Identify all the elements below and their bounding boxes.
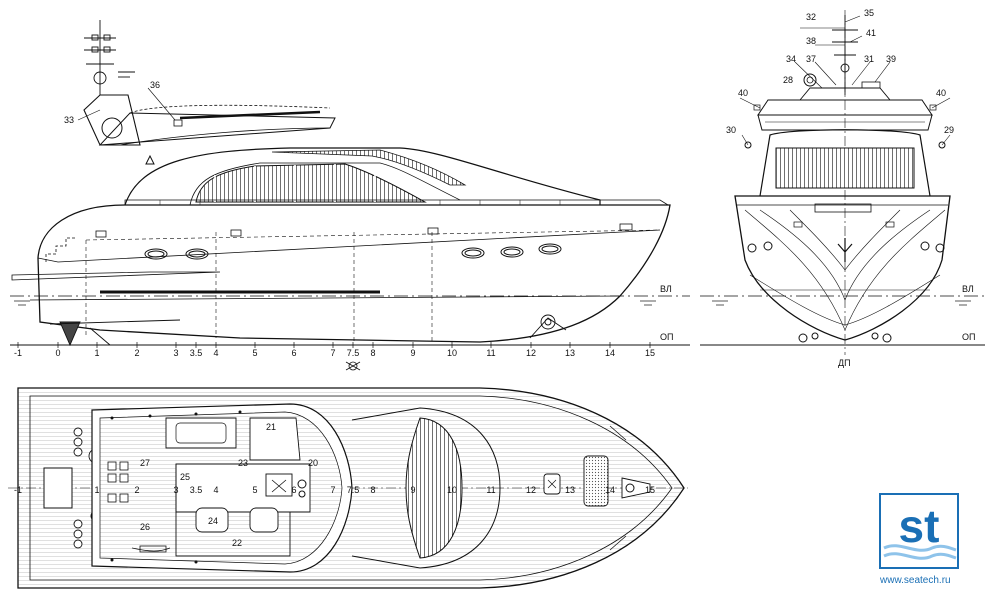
side-frame-label: 15 bbox=[645, 348, 655, 358]
centerline-label: ДП bbox=[838, 358, 851, 368]
plan-frame-label: -1 bbox=[14, 485, 22, 495]
logo-mark: st bbox=[899, 500, 940, 552]
plan-callout: 27 bbox=[140, 458, 150, 468]
plan-frame-label: 8 bbox=[370, 485, 375, 495]
plan-callout: 26 bbox=[140, 522, 150, 532]
front-callout: 39 bbox=[886, 54, 896, 64]
mast bbox=[84, 20, 135, 95]
logo-url: www.seatech.ru bbox=[879, 575, 951, 586]
plan-callout: 20 bbox=[308, 458, 318, 468]
side-frame-label: 1 bbox=[94, 348, 99, 358]
superstructure bbox=[124, 147, 601, 206]
side-frame-label: 14 bbox=[605, 348, 615, 358]
plan-callout: 24 bbox=[208, 516, 218, 526]
running-gear bbox=[49, 314, 567, 347]
front-view bbox=[700, 10, 985, 355]
plan-view bbox=[8, 387, 688, 589]
side-frame-label: 6 bbox=[291, 348, 296, 358]
front-hull bbox=[734, 195, 951, 341]
side-frame-ticks bbox=[17, 342, 651, 348]
front-callout: 30 bbox=[726, 125, 736, 135]
seatech-logo: st www.seatech.ru bbox=[879, 493, 959, 586]
plan-frame-labels: -1 1 2 3 3.5 4 5 6 7 7.5 8 9 10 11 12 13… bbox=[14, 485, 655, 495]
side-frame-label: 12 bbox=[526, 348, 536, 358]
front-callout: 34 bbox=[786, 54, 796, 64]
side-frame-labels: -1 0 1 2 3 3.5 4 5 6 7 7.5 8 9 10 11 12 … bbox=[14, 348, 655, 358]
side-frame-label: 0 bbox=[55, 348, 60, 358]
plan-frame-label: 11 bbox=[486, 485, 495, 495]
side-frame-label: 7 bbox=[330, 348, 335, 358]
side-frame-label: 8 bbox=[370, 348, 375, 358]
plan-frame-label: 12 bbox=[526, 485, 536, 495]
side-callout: 36 bbox=[150, 80, 160, 90]
plan-frame-label: 3 bbox=[173, 485, 178, 495]
midship-symbol bbox=[345, 361, 361, 371]
plan-frame-label: 10 bbox=[447, 485, 457, 495]
front-waterline-label: ВЛ bbox=[962, 284, 974, 294]
front-callout: 40 bbox=[936, 88, 946, 98]
side-frame-label: 9 bbox=[410, 348, 415, 358]
side-frame-label: 10 bbox=[447, 348, 457, 358]
plan-callout: 22 bbox=[232, 538, 242, 548]
plan-frame-label: 15 bbox=[645, 485, 655, 495]
plan-frame-label: 2 bbox=[134, 485, 139, 495]
plan-frame-label: 6 bbox=[291, 485, 296, 495]
front-callout: 35 bbox=[864, 8, 874, 18]
side-frame-label: 2 bbox=[134, 348, 139, 358]
plan-frame-label: 1 bbox=[94, 485, 99, 495]
front-callout: 37 bbox=[806, 54, 816, 64]
radar-arch bbox=[83, 94, 141, 146]
plan-frame-label: 7.5 bbox=[347, 485, 360, 495]
front-callout: 41 bbox=[866, 28, 876, 38]
side-baseline-label: ОП bbox=[660, 332, 673, 342]
side-frame-label: 3.5 bbox=[190, 348, 203, 358]
plan-frame-label: 5 bbox=[252, 485, 257, 495]
front-callout: 31 bbox=[864, 54, 874, 64]
plan-frame-label: 13 bbox=[565, 485, 575, 495]
side-callout: 33 bbox=[64, 115, 74, 125]
front-callout: 38 bbox=[806, 36, 816, 46]
plan-callout: 23 bbox=[238, 458, 248, 468]
plan-frame-label: 7 bbox=[330, 485, 335, 495]
side-frame-label: 13 bbox=[565, 348, 575, 358]
flybridge bbox=[98, 112, 336, 146]
side-frame-label: 3 bbox=[173, 348, 178, 358]
sunroof bbox=[405, 417, 463, 559]
side-frame-label: 11 bbox=[486, 348, 495, 358]
side-view bbox=[10, 20, 690, 347]
plan-frame-label: 9 bbox=[410, 485, 415, 495]
plan-callout: 21 bbox=[266, 422, 276, 432]
salon-windows bbox=[195, 163, 427, 203]
front-callout: 40 bbox=[738, 88, 748, 98]
hull-profile bbox=[37, 204, 671, 343]
windscreen bbox=[271, 149, 467, 186]
side-frame-label: -1 bbox=[14, 348, 22, 358]
front-windows bbox=[775, 147, 915, 189]
front-callout: 29 bbox=[944, 125, 954, 135]
side-frame-label: 4 bbox=[213, 348, 218, 358]
plan-frame-label: 3.5 bbox=[190, 485, 203, 495]
front-callout: 28 bbox=[783, 75, 793, 85]
plan-callouts: 21 27 23 20 25 24 22 26 bbox=[140, 422, 318, 548]
front-labels: 32 35 38 41 34 37 31 39 28 40 40 30 29 В… bbox=[726, 8, 975, 368]
plan-frame-label: 4 bbox=[213, 485, 218, 495]
side-frame-label: 5 bbox=[252, 348, 257, 358]
side-waterline-label: ВЛ bbox=[660, 284, 672, 294]
plan-frame-label: 14 bbox=[605, 485, 615, 495]
front-baseline-label: ОП bbox=[962, 332, 975, 342]
side-frame-label: 7.5 bbox=[347, 348, 360, 358]
front-callout: 32 bbox=[806, 12, 816, 22]
plan-callout: 25 bbox=[180, 472, 190, 482]
